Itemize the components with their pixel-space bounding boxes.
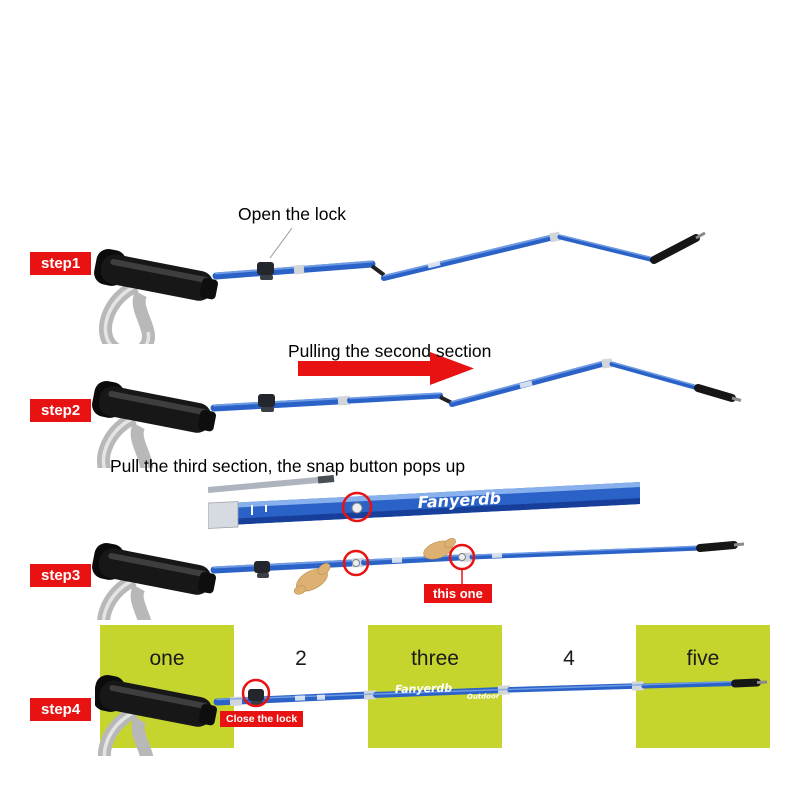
pole-shaft: Fanyerdb Outdoor (213, 680, 738, 706)
snap-button (352, 559, 360, 567)
silver-joint (229, 696, 243, 706)
pole-body-shadow (208, 498, 640, 526)
pole-illustration-step3 (0, 536, 745, 620)
rubber-tip (696, 541, 738, 552)
flip-lock-lever (260, 275, 273, 280)
brand-text: Fanyerdb (395, 681, 453, 695)
pole-illustration-step2 (0, 352, 742, 468)
silver-collar (208, 501, 239, 529)
caption-step2: Pulling the second section (288, 341, 492, 361)
step2-badge: step2 (30, 399, 92, 422)
rubber-tip (731, 678, 761, 688)
printed-band (519, 380, 533, 389)
this-one-callout: this one (424, 584, 492, 603)
brand-subtext: Outdoor (467, 692, 500, 701)
pole-shaft-section-4 (609, 361, 701, 391)
pointer-line (269, 227, 293, 259)
banner-label: five (686, 647, 720, 670)
pole-handle (95, 673, 220, 756)
step1-badge: step1 (30, 252, 92, 275)
zoom-inset-snap-button: Fanyerdb Outdoor (208, 475, 640, 529)
fold-hinge (370, 264, 386, 277)
snap-button (351, 502, 363, 514)
red-circle-annotation (341, 491, 373, 523)
pole-shaft-section-3 (557, 234, 657, 263)
hand-icon (293, 563, 331, 595)
tip-point (731, 396, 742, 402)
step3-badge: step3 (30, 564, 92, 587)
pole-tip (731, 678, 768, 688)
pole-shaft-section-1 (210, 394, 351, 412)
red-circle-annotation (241, 678, 271, 708)
pole-illustration-step1 (0, 227, 706, 344)
pole-shaft-section-2 (347, 392, 443, 404)
red-circle-annotation (342, 549, 370, 577)
flip-lock (254, 561, 270, 573)
inset-pole-section: Fanyerdb Outdoor (208, 482, 640, 529)
close-lock-callout: Close the lock (220, 711, 304, 727)
flip-lock-lever (257, 573, 269, 578)
pole-shaft-section-3 (449, 358, 613, 407)
printed-band (391, 557, 403, 563)
hand-icon (423, 538, 456, 560)
pole-handle (92, 247, 221, 344)
flip-lock-lever (261, 407, 274, 412)
pole-tip (696, 541, 745, 552)
pole-tip (694, 384, 742, 402)
printed-band (427, 260, 441, 269)
pole-illustration-step4: Fanyerdb Outdoor (95, 660, 768, 756)
pull-arrow-icon (298, 352, 474, 385)
banner-label: one (149, 647, 185, 670)
pole-shaft (210, 545, 703, 578)
banner-label: 4 (563, 647, 575, 670)
pole-tip (650, 231, 706, 264)
pole-shaft-section-2 (381, 231, 561, 281)
pole-body-highlight (208, 482, 640, 509)
rubber-tip (694, 384, 736, 402)
tip-point (756, 680, 768, 684)
banner-cell-three: three (368, 625, 502, 748)
background-section (208, 475, 335, 493)
caption-step3: Pull the third section, the snap button … (110, 456, 466, 476)
banner-cell-two: 2 (234, 625, 368, 748)
flip-lock (248, 689, 264, 701)
pole-handle (90, 541, 219, 620)
printed-band (491, 552, 503, 558)
pole-shaft-section-1 (212, 260, 376, 280)
tip-point (695, 231, 706, 240)
flip-lock (258, 394, 275, 407)
banner-label: three (411, 647, 459, 670)
tip-point (733, 542, 745, 547)
caption-step1: Open the lock (238, 204, 346, 224)
rubber-tip (650, 234, 700, 264)
step4-badge: step4 (30, 698, 92, 721)
snap-button (458, 553, 466, 561)
brand-text: Fanyerdb (417, 489, 501, 512)
flip-lock (257, 262, 274, 275)
pole-handle (90, 379, 219, 468)
brand-subtext: Outdoor (538, 508, 584, 521)
silver-joint (293, 264, 305, 275)
banner-label: 2 (295, 647, 307, 670)
